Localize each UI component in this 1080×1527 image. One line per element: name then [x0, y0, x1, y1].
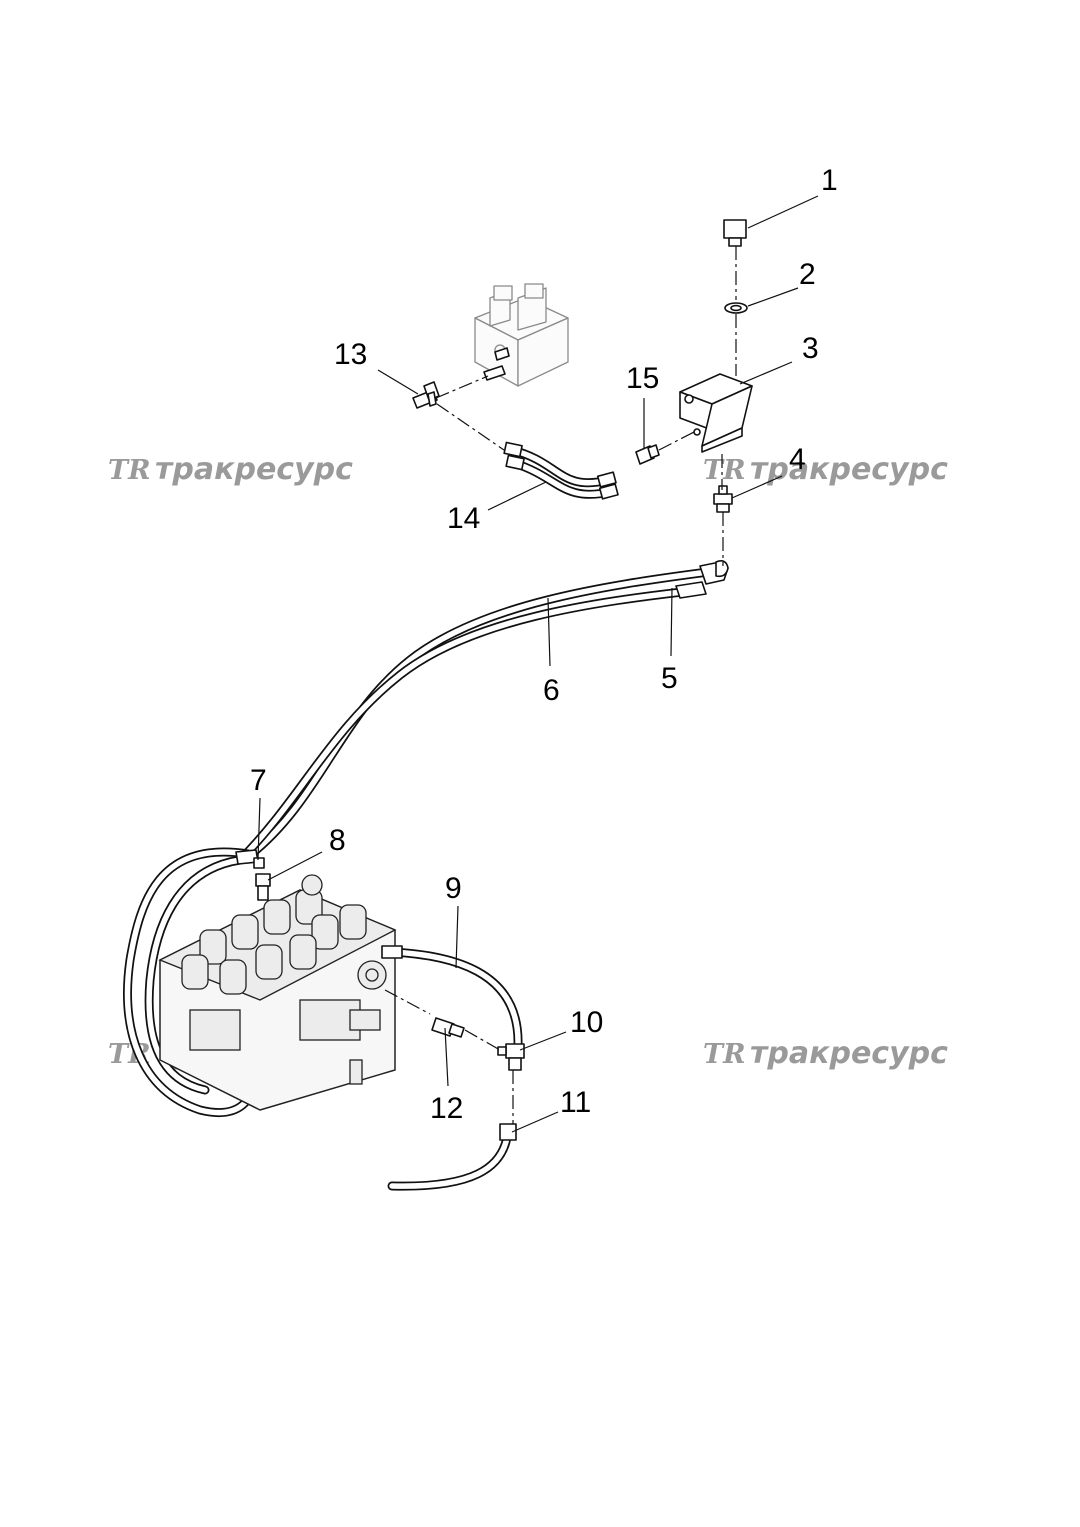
- hose-part-11: [387, 1123, 517, 1191]
- callout-12: 12: [430, 1092, 463, 1125]
- bolt-part-1: [723, 219, 747, 247]
- watermark-top-right: TR тракресурс: [703, 452, 948, 487]
- block-part-3: [679, 373, 753, 453]
- callout-11: 11: [560, 1086, 591, 1119]
- adapter-part-15: [635, 444, 660, 465]
- watermark-logo: TR: [703, 1039, 746, 1070]
- tee-part-10: [497, 1043, 525, 1071]
- callout-3: 3: [802, 332, 819, 365]
- callout-7: 7: [250, 764, 267, 797]
- callout-14: 14: [447, 502, 480, 535]
- watermark-logo: TR: [108, 455, 151, 486]
- hose-part-9: [381, 945, 523, 1050]
- fitting-part-8: [255, 873, 271, 901]
- pedal-valve-ghost: [474, 283, 569, 387]
- watermark-text: тракресурс: [750, 452, 948, 487]
- callout-8: 8: [329, 824, 346, 857]
- callout-15: 15: [626, 362, 659, 395]
- watermark-top-left: TR тракресурс: [108, 452, 353, 487]
- tee-part-13: [412, 381, 440, 409]
- washer-part-2: [724, 302, 748, 314]
- callout-6: 6: [543, 674, 560, 707]
- callout-1: 1: [821, 164, 838, 197]
- fitting-part-4: [713, 485, 733, 513]
- control-valve-block: [158, 874, 397, 1111]
- hose-pair-part-14: [503, 441, 619, 500]
- fitting-part-12: [431, 1017, 465, 1038]
- callout-labels: 1 2 3 4 5 6 7 8 9 10 11 12 13 14 15: [250, 164, 838, 1125]
- callout-13: 13: [334, 338, 367, 371]
- watermark-text: тракресурс: [750, 1036, 948, 1071]
- callout-9: 9: [445, 872, 462, 905]
- watermark-text: тракресурс: [155, 452, 353, 487]
- watermark-logo: TR: [703, 455, 746, 486]
- assembly-lines: [384, 246, 737, 1124]
- callout-2: 2: [799, 258, 816, 291]
- watermark-bottom-right: TR тракресурс: [703, 1036, 948, 1071]
- long-hoses-part-5-6: [123, 560, 729, 1118]
- callout-4: 4: [789, 443, 806, 476]
- callout-10: 10: [570, 1006, 603, 1039]
- leader-lines: [257, 195, 819, 1133]
- fitting-part-7: [235, 849, 265, 869]
- callout-5: 5: [661, 662, 678, 695]
